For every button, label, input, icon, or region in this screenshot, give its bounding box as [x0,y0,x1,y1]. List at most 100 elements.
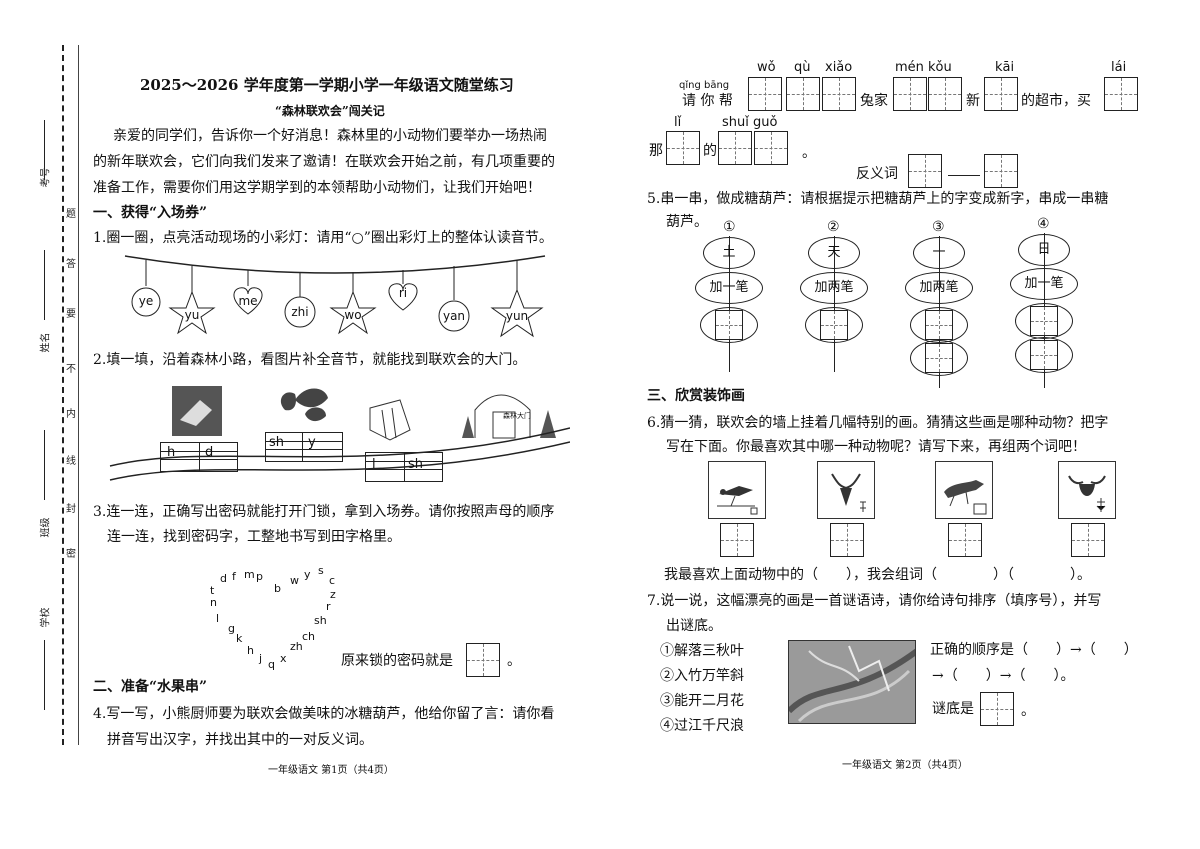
forest-path-illustration [109,386,570,481]
pinyin: qù [794,60,811,75]
skewer-number: ② [827,219,840,235]
pinyin: xiǎo [825,60,853,75]
riddle-answer-grid[interactable] [980,692,1014,726]
seal-char: 内 [66,409,76,420]
lantern-label: ri [398,286,408,300]
poem-line: ③能开二月花 [660,693,744,709]
lantern-star [329,290,377,335]
heart-letter: n [210,596,217,609]
heart-letter: sh [314,614,327,627]
ox-glyph-picture [1058,461,1116,519]
riddle-end: 。 [1021,703,1035,719]
skewer-stick [834,236,835,372]
heart-letter: g [228,622,235,635]
skewer-number: ③ [932,219,945,235]
bird-glyph-picture [708,461,766,519]
skewer-grid[interactable] [820,310,848,340]
answer-grid[interactable] [754,131,788,165]
animal-answer-grid[interactable] [720,523,754,557]
lantern-star [168,290,216,335]
syllable-box-line [199,443,200,471]
seal-char: 线 [66,456,76,467]
horse-glyph-picture [935,461,993,519]
syllable-box-line [266,449,342,450]
antonym-grid[interactable] [984,154,1018,188]
sentence-text: 请 你 帮 [682,93,733,109]
heart-letter: z [330,588,336,601]
sentence-text: 。 [802,145,816,161]
answer-grid[interactable] [822,77,856,111]
pinyin: kāi [995,60,1015,75]
page-title: 2025～2026 学年度第一学期小学一年级语文随堂练习 [140,76,514,94]
heart-letter: y [304,568,311,581]
sentence-text: 新 [966,93,980,109]
skewer-grid[interactable] [715,310,743,340]
favorite-animal-fill: 我最喜欢上面动物中的（ ），我会组词（ ）（ ）。 [664,567,1091,583]
sentence-text: 的 [703,143,717,159]
lantern-circle [438,300,470,332]
skewer-grid[interactable] [925,310,953,340]
lantern-label: yu [184,308,200,322]
answer-grid[interactable] [718,131,752,165]
sentence-text: 的超市，买 [1021,93,1091,109]
syllable-initial: l [372,457,376,472]
riddle-label: 谜底是 [932,701,974,717]
label-class: 班级 [40,517,52,538]
syllable-final: d [205,445,214,460]
skewer-number: ④ [1037,216,1050,232]
answer-grid[interactable] [786,77,820,111]
answer-grid[interactable] [1104,77,1138,111]
seal-char: 不 [66,364,76,375]
skewer-hint: 加两笔 [905,272,973,304]
order-label-continued: →（ ）→（ ）。 [932,668,1075,684]
seal-char: 密 [66,549,76,560]
syllable-box-group: l sh [365,452,443,482]
answer-grid[interactable] [666,131,700,165]
syllable-box-group: sh y [265,432,343,462]
skewer-grid[interactable] [1030,306,1058,336]
question-7-line: 7.说一说，这幅漂亮的画是一首谜语诗，请你给诗句排序（填序号），并写 [647,593,1102,609]
animal-answer-grid[interactable] [830,523,864,557]
skewer-hint: 加一笔 [695,272,763,304]
binding-dashed-line [62,45,64,745]
antonym-label: 反义词 [856,166,898,182]
skewer-char: 土 [703,237,755,269]
animal-answer-grid[interactable] [1071,523,1105,557]
q2-sign: 森林大门 [503,412,531,420]
sentence-text: 兔家 [860,93,888,109]
section-heading: 二、准备“水果串” [93,679,208,695]
answer-grid[interactable] [928,77,962,111]
pinyin: lǐ [674,115,682,130]
syllable-initial: sh [269,435,285,450]
waterfall-picture [369,399,411,441]
password-grid[interactable] [466,643,500,677]
question-3-line: 连一连，找到密码字，工整地书写到田字格里。 [107,529,401,545]
lantern-label: zhi [291,305,309,319]
intro-line: 准备工作，需要你们用这学期学到的本领帮助小动物们，让我们开始吧！ [93,180,541,196]
lantern-label: wo [344,308,362,322]
antonym-grid[interactable] [908,154,942,188]
answer-grid[interactable] [984,77,1018,111]
skewer-oval [910,340,968,376]
binding-inner-line [78,45,79,745]
skewer-grid[interactable] [1030,340,1058,370]
intro-line: 亲爱的同学们，告诉你一个好消息！森林里的小动物们要举办一场热闹 [113,128,547,144]
skewer-grid[interactable] [925,343,953,373]
forest-path [109,441,570,481]
heart-letter: t [210,584,215,597]
pinyin: wǒ [757,60,776,75]
heart-letter: zh [290,640,303,653]
lantern-label: yan [442,309,466,323]
skewer-hint: 加两笔 [800,272,868,304]
tree-picture [462,416,474,438]
question-2: 2.填一填，沿着森林小路，看图片补全音节，就能找到联欢会的大门。 [93,352,527,368]
lantern-label: ye [138,294,154,308]
syllable-box-group: h d [160,442,238,472]
skewer-char: 天 [808,237,860,269]
answer-grid[interactable] [893,77,927,111]
question-7-line: 出谜底。 [666,618,722,634]
answer-grid[interactable] [748,77,782,111]
wind-painting [788,640,916,724]
heart-letter: s [318,564,324,577]
animal-answer-grid[interactable] [948,523,982,557]
